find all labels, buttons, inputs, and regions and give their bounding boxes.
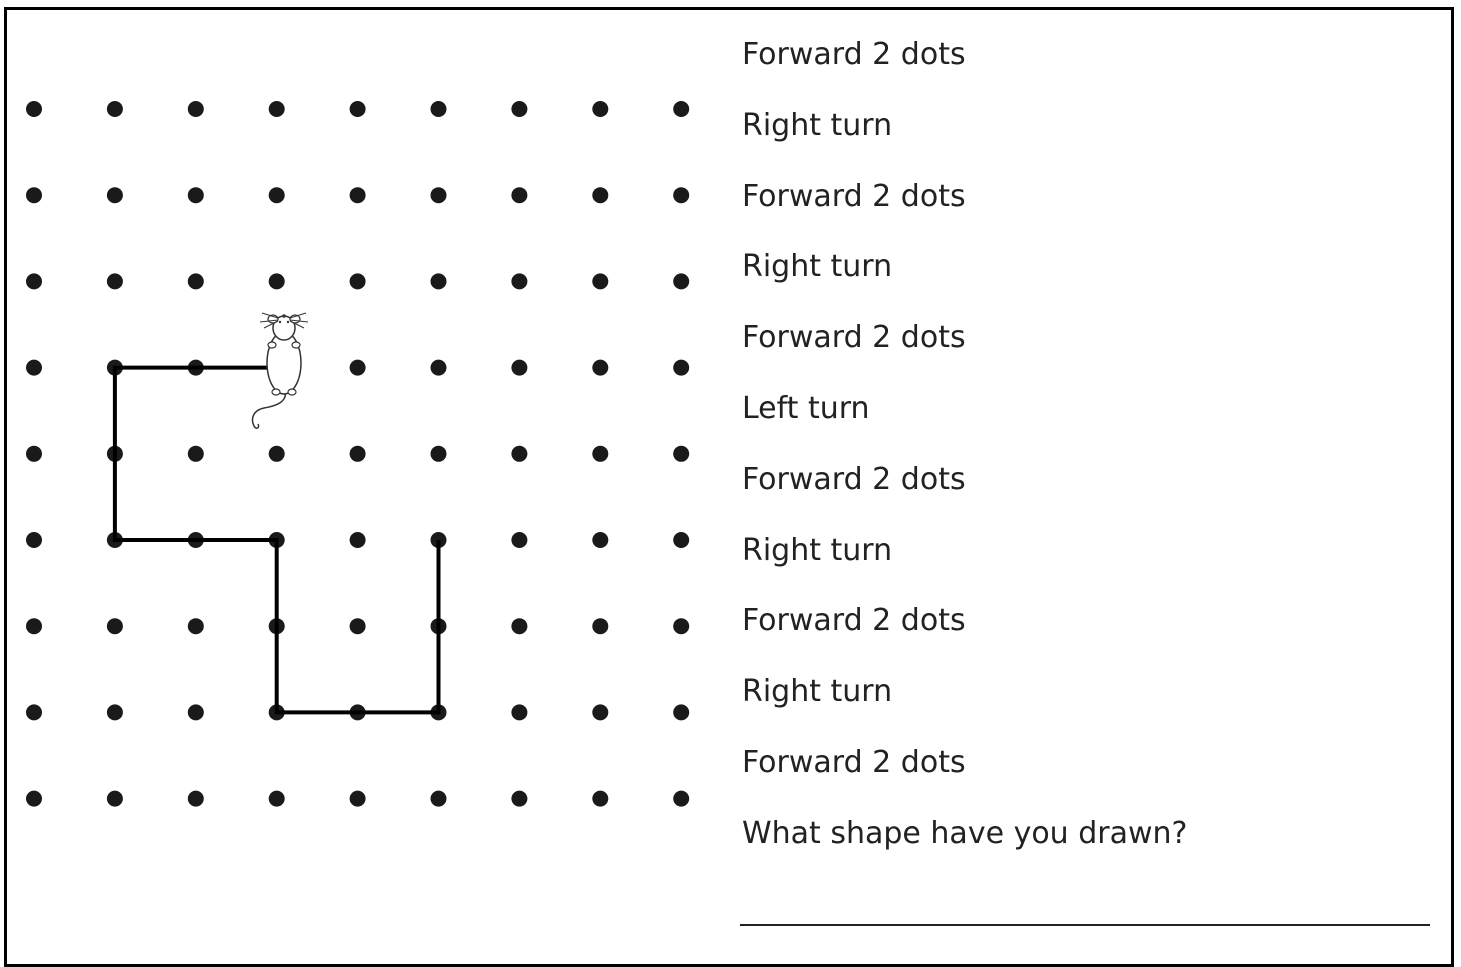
instruction-step: Forward 2 dots bbox=[742, 323, 966, 353]
grid-dot bbox=[673, 101, 689, 117]
grid-dot bbox=[592, 618, 608, 634]
grid-dot bbox=[107, 101, 123, 117]
grid-dot bbox=[673, 446, 689, 462]
grid-dot bbox=[511, 101, 527, 117]
instruction-step: Right turn bbox=[742, 677, 892, 707]
answer-line[interactable] bbox=[740, 924, 1430, 926]
grid-dot bbox=[350, 618, 366, 634]
drawn-path bbox=[115, 368, 439, 713]
grid-dot bbox=[431, 791, 447, 807]
grid-dot bbox=[592, 273, 608, 289]
instruction-step: Forward 2 dots bbox=[742, 40, 966, 70]
grid-dot bbox=[673, 532, 689, 548]
grid-dot bbox=[592, 446, 608, 462]
grid-dot bbox=[431, 273, 447, 289]
grid-dot bbox=[511, 532, 527, 548]
grid-dot bbox=[592, 360, 608, 376]
grid-dot bbox=[269, 446, 285, 462]
grid-dot bbox=[350, 360, 366, 376]
grid-dot bbox=[350, 791, 366, 807]
grid-dot bbox=[188, 446, 204, 462]
instruction-step: Right turn bbox=[742, 111, 892, 141]
instruction-step: Forward 2 dots bbox=[742, 606, 966, 636]
grid-dot bbox=[26, 446, 42, 462]
grid-dot bbox=[269, 273, 285, 289]
grid-dot bbox=[350, 532, 366, 548]
grid-dot bbox=[107, 618, 123, 634]
mouse-icon bbox=[252, 313, 308, 428]
grid-dot bbox=[431, 187, 447, 203]
grid-dot bbox=[350, 273, 366, 289]
grid-dot bbox=[26, 101, 42, 117]
instruction-step: Forward 2 dots bbox=[742, 182, 966, 212]
grid-dot bbox=[511, 618, 527, 634]
grid-dot bbox=[107, 187, 123, 203]
grid-dot bbox=[431, 360, 447, 376]
instruction-step: Right turn bbox=[742, 252, 892, 282]
grid-dot bbox=[269, 101, 285, 117]
instruction-step: Left turn bbox=[742, 394, 870, 424]
grid-dot bbox=[269, 791, 285, 807]
grid-dot bbox=[188, 618, 204, 634]
grid-dot bbox=[431, 101, 447, 117]
grid-dot bbox=[188, 704, 204, 720]
grid-dot bbox=[107, 704, 123, 720]
grid-dot bbox=[592, 791, 608, 807]
grid-dot bbox=[511, 360, 527, 376]
grid-dot bbox=[269, 187, 285, 203]
grid-dot bbox=[431, 446, 447, 462]
grid-dot bbox=[188, 101, 204, 117]
instruction-step: Forward 2 dots bbox=[742, 465, 966, 495]
grid-dot bbox=[26, 704, 42, 720]
grid-dot bbox=[592, 704, 608, 720]
grid-dot bbox=[673, 273, 689, 289]
grid-dot bbox=[26, 187, 42, 203]
grid-dot bbox=[188, 791, 204, 807]
grid-dots bbox=[26, 101, 689, 807]
grid-dot bbox=[26, 273, 42, 289]
grid-dot bbox=[350, 101, 366, 117]
grid-dot bbox=[350, 446, 366, 462]
grid-dot bbox=[350, 187, 366, 203]
grid-dot bbox=[673, 187, 689, 203]
instruction-step: Forward 2 dots bbox=[742, 748, 966, 778]
grid-dot bbox=[673, 704, 689, 720]
dot-grid bbox=[0, 0, 720, 954]
grid-dot bbox=[592, 187, 608, 203]
grid-dot bbox=[188, 187, 204, 203]
grid-dot bbox=[107, 791, 123, 807]
grid-dot bbox=[26, 791, 42, 807]
grid-dot bbox=[511, 791, 527, 807]
grid-dot bbox=[592, 532, 608, 548]
grid-dot bbox=[511, 446, 527, 462]
grid-dot bbox=[107, 273, 123, 289]
grid-dot bbox=[673, 791, 689, 807]
grid-dot bbox=[26, 532, 42, 548]
grid-dot bbox=[511, 704, 527, 720]
grid-dot bbox=[592, 101, 608, 117]
grid-dot bbox=[188, 273, 204, 289]
grid-dot bbox=[673, 360, 689, 376]
grid-dot bbox=[26, 618, 42, 634]
grid-dot bbox=[26, 360, 42, 376]
grid-dot bbox=[511, 273, 527, 289]
instruction-step: Right turn bbox=[742, 536, 892, 566]
question-text: What shape have you drawn? bbox=[742, 819, 1187, 849]
grid-dot bbox=[511, 187, 527, 203]
grid-dot bbox=[673, 618, 689, 634]
